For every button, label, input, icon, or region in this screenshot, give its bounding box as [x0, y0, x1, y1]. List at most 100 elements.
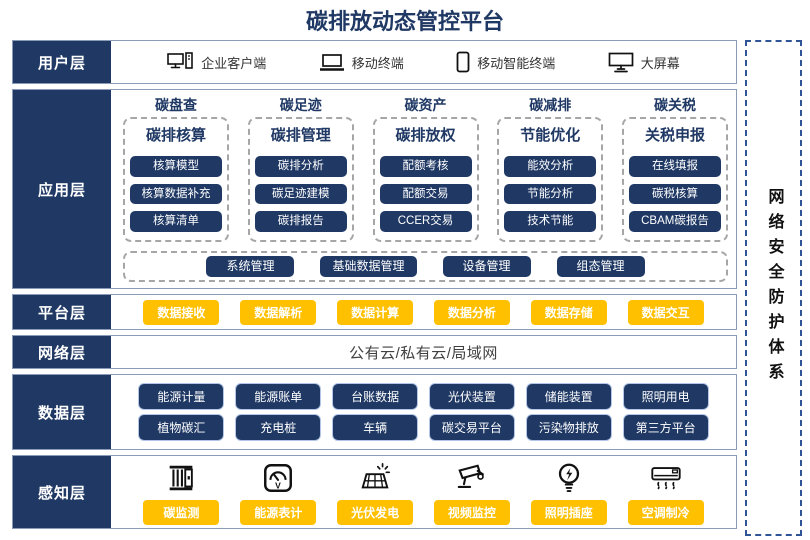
platform-button[interactable]: 数据解析: [240, 299, 317, 325]
app-common-button[interactable]: 设备管理: [442, 255, 531, 278]
layer-data: 数据层 能源计量 能源账单 台账数据 光伏装置 储能装置 照明用电 植物碳汇 充…: [12, 374, 737, 450]
app-button[interactable]: 核算模型: [130, 156, 222, 177]
user-item-label: 移动终端: [351, 55, 404, 71]
app-button[interactable]: 碳足迹建模: [254, 183, 347, 205]
app-group-box: 关税申报 在线填报 碳税核算 CBAM碳报告: [622, 117, 728, 242]
app-group-title: 节能优化: [520, 127, 581, 144]
user-item-mobile-terminal[interactable]: 移动终端: [319, 53, 404, 72]
app-column-header: 碳盘查: [155, 97, 197, 113]
security-system-panel: 网络安全防护体系: [745, 40, 802, 536]
air-conditioner-icon: [649, 461, 683, 495]
layer-label-data: 数据层: [13, 375, 111, 449]
perception-layer-content: 碳监测 V 能源表计 光伏发电 视频监控: [111, 456, 736, 528]
page-title: 碳排放动态管控平台: [305, 9, 504, 34]
light-bulb-icon: [552, 461, 586, 495]
data-source-button[interactable]: 充电桩: [235, 414, 322, 441]
layer-label-user: 用户层: [13, 41, 111, 83]
app-button[interactable]: 碳税核算: [629, 183, 721, 205]
data-source-button[interactable]: 光伏装置: [428, 383, 515, 410]
app-group-box: 节能优化 能效分析 节能分析 技术节能: [497, 117, 604, 242]
app-common-button[interactable]: 系统管理: [206, 255, 295, 278]
data-source-button[interactable]: 植物碳汇: [138, 414, 225, 441]
app-button[interactable]: 在线填报: [629, 156, 721, 177]
data-source-button[interactable]: 能源计量: [138, 383, 225, 410]
app-column-carbon-asset: 碳资产 碳排放权 配额考核 配额交易 CCER交易: [372, 95, 479, 242]
user-item-enterprise-client[interactable]: 企业客户端: [167, 52, 266, 72]
layer-label-network: 网络层: [13, 336, 111, 368]
app-button[interactable]: 能效分析: [504, 156, 597, 177]
data-source-button[interactable]: 台账数据: [332, 383, 419, 410]
user-item-label: 移动智能终端: [477, 55, 556, 71]
big-screen-icon: [608, 52, 634, 73]
data-source-button[interactable]: 储能装置: [525, 383, 612, 410]
sense-item-air-conditioner: 空调制冷: [627, 461, 704, 525]
user-item-smart-mobile[interactable]: 移动智能终端: [456, 51, 555, 73]
application-layer-content: 碳盘查 碳排核算 核算模型 核算数据补充 核算清单 碳足迹 碳排管理 碳排分析 …: [111, 90, 736, 288]
data-source-button[interactable]: 碳交易平台: [428, 414, 515, 441]
app-column-carbon-tariff: 碳关税 关税申报 在线填报 碳税核算 CBAM碳报告: [622, 95, 728, 242]
smartphone-icon: [456, 51, 470, 73]
app-column-carbon-inventory: 碳盘查 碳排核算 核算模型 核算数据补充 核算清单: [123, 95, 229, 242]
user-item-big-screen[interactable]: 大屏幕: [608, 52, 680, 73]
sense-item-lighting: 照明插座: [530, 461, 607, 525]
sense-item-carbon-monitor: 碳监测: [143, 461, 220, 525]
app-button[interactable]: 配额交易: [379, 183, 472, 205]
platform-button[interactable]: 数据存储: [530, 299, 607, 325]
data-source-button[interactable]: 第三方平台: [622, 414, 709, 441]
app-group-title: 关税申报: [644, 127, 705, 144]
sense-button[interactable]: 照明插座: [530, 500, 607, 525]
layer-perception: 感知层 碳监测 V 能源表计 光伏发电: [12, 455, 737, 529]
data-source-button[interactable]: 照明用电: [622, 383, 709, 410]
platform-button[interactable]: 数据交互: [627, 299, 704, 325]
data-layer-content: 能源计量 能源账单 台账数据 光伏装置 储能装置 照明用电 植物碳汇 充电桩 车…: [111, 375, 736, 449]
data-source-button[interactable]: 污染物排放: [525, 414, 612, 441]
app-button[interactable]: 核算数据补充: [130, 183, 222, 205]
app-button[interactable]: 碳排分析: [254, 156, 347, 177]
app-button[interactable]: 技术节能: [504, 211, 597, 232]
platform-button[interactable]: 数据计算: [337, 299, 414, 325]
app-button[interactable]: 碳排报告: [254, 211, 347, 232]
app-column-carbon-footprint: 碳足迹 碳排管理 碳排分析 碳足迹建模 碳排报告: [247, 95, 354, 242]
app-button[interactable]: CCER交易: [379, 211, 472, 232]
app-column-header: 碳足迹: [279, 97, 322, 113]
platform-button[interactable]: 数据分析: [433, 299, 510, 325]
user-layer-content: 企业客户端 移动终端 移动智能终端 大屏幕: [111, 41, 736, 83]
layer-network: 网络层 公有云/私有云/局域网: [12, 335, 737, 369]
layer-application: 应用层 碳盘查 碳排核算 核算模型 核算数据补充 核算清单 碳足迹 碳排管理: [12, 89, 737, 289]
sense-item-video-monitor: 视频监控: [433, 461, 510, 525]
data-source-button[interactable]: 能源账单: [235, 383, 322, 410]
sense-button[interactable]: 碳监测: [143, 500, 220, 525]
platform-button[interactable]: 数据接收: [143, 299, 220, 325]
sense-button[interactable]: 光伏发电: [337, 500, 414, 525]
carbon-monitor-icon: [164, 461, 198, 495]
energy-meter-icon: V: [261, 461, 295, 495]
network-cloud-text: 公有云/私有云/局域网: [349, 344, 498, 362]
app-button[interactable]: 节能分析: [504, 183, 597, 205]
app-group-box: 碳排放权 配额考核 配额交易 CCER交易: [372, 117, 479, 242]
layer-user: 用户层 企业客户端 移动终端 移动智能终端: [12, 40, 737, 84]
app-button[interactable]: CBAM碳报告: [629, 211, 721, 232]
app-common-button[interactable]: 组态管理: [556, 255, 645, 278]
laptop-icon: [319, 53, 345, 72]
sense-button[interactable]: 能源表计: [240, 500, 317, 525]
app-group-title: 碳排管理: [270, 127, 331, 144]
app-common-button[interactable]: 基础数据管理: [320, 255, 417, 278]
app-button[interactable]: 核算清单: [130, 211, 222, 232]
app-column-header: 碳减排: [529, 97, 572, 113]
sense-button[interactable]: 空调制冷: [627, 500, 704, 525]
architecture-diagram: 用户层 企业客户端 移动终端 移动智能终端: [12, 40, 737, 529]
platform-layer-content: 数据接收 数据解析 数据计算 数据分析 数据存储 数据交互: [111, 295, 736, 329]
layer-label-perception: 感知层: [13, 456, 111, 528]
network-layer-content: 公有云/私有云/局域网: [111, 336, 736, 368]
app-button[interactable]: 配额考核: [379, 156, 472, 177]
sense-button[interactable]: 视频监控: [433, 500, 510, 525]
cctv-camera-icon: [455, 461, 489, 495]
layer-platform: 平台层 数据接收 数据解析 数据计算 数据分析 数据存储 数据交互: [12, 294, 737, 330]
sense-item-solar-panel: 光伏发电: [337, 461, 414, 525]
layer-label-application: 应用层: [13, 90, 111, 288]
data-source-button[interactable]: 车辆: [332, 414, 419, 441]
user-item-label: 企业客户端: [201, 55, 267, 71]
svg-text:V: V: [275, 480, 281, 490]
application-columns: 碳盘查 碳排核算 核算模型 核算数据补充 核算清单 碳足迹 碳排管理 碳排分析 …: [123, 95, 728, 242]
app-column-carbon-reduction: 碳减排 节能优化 能效分析 节能分析 技术节能: [497, 95, 604, 242]
